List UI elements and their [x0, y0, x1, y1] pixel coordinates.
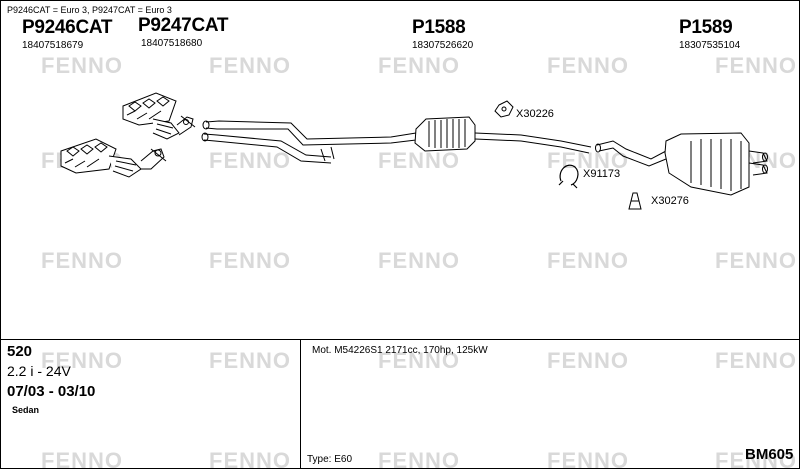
- watermark-text: FENNO: [209, 348, 291, 373]
- vehicle-years: 07/03 - 03/10: [7, 383, 96, 400]
- accessory-x30276-shape: [628, 192, 642, 210]
- vehicle-model: 520: [7, 343, 33, 360]
- accessory-code-x91173: X91173: [583, 168, 621, 180]
- engine-spec: Mot. M54226S1 2171cc, 170hp, 125kW: [312, 345, 488, 356]
- rear-silencer-p1589: [595, 132, 768, 196]
- vehicle-type: Type: E60: [307, 454, 353, 465]
- front-pipes: [201, 120, 417, 164]
- watermark-text: FENNO: [378, 448, 460, 469]
- part-number-p1589: P1589: [679, 17, 733, 38]
- accessory-x91173-shape: [558, 164, 579, 189]
- part-code-p1589: 18307535104: [679, 40, 741, 51]
- part-code-p1588: 18307526620: [412, 40, 474, 51]
- diagram-reference: BM605: [745, 446, 794, 463]
- vehicle-engine: 2.2 i - 24V: [7, 363, 71, 379]
- watermark-text: FENNO: [209, 448, 291, 469]
- exhaust-system-drawing: [60, 92, 768, 210]
- part-number-p9246cat: P9246CAT: [22, 17, 113, 38]
- accessory-code-x30226: X30226: [516, 108, 554, 120]
- centre-silencer-p1588: [414, 116, 592, 154]
- info-divider-horizontal: [1, 339, 799, 340]
- accessory-code-x30276: X30276: [651, 195, 689, 207]
- watermark-text: FENNO: [41, 448, 123, 469]
- part-number-p9247cat: P9247CAT: [138, 15, 229, 36]
- vehicle-body: Sedan: [12, 405, 40, 415]
- watermark-text: FENNO: [715, 348, 797, 373]
- part-code-p9246cat: 18407518679: [22, 40, 84, 51]
- watermark-text: FENNO: [547, 348, 629, 373]
- manifold-catalyst-p9247cat: [122, 92, 196, 140]
- manifold-catalyst-p9246cat: [60, 138, 167, 178]
- watermark-text: FENNO: [547, 448, 629, 469]
- part-code-p9247cat: 18407518680: [141, 38, 203, 49]
- accessory-x30226-shape: [494, 100, 514, 118]
- info-divider-vertical: [300, 339, 301, 468]
- header-note: P9246CAT = Euro 3, P9247CAT = Euro 3: [7, 5, 172, 15]
- part-number-p1588: P1588: [412, 17, 466, 38]
